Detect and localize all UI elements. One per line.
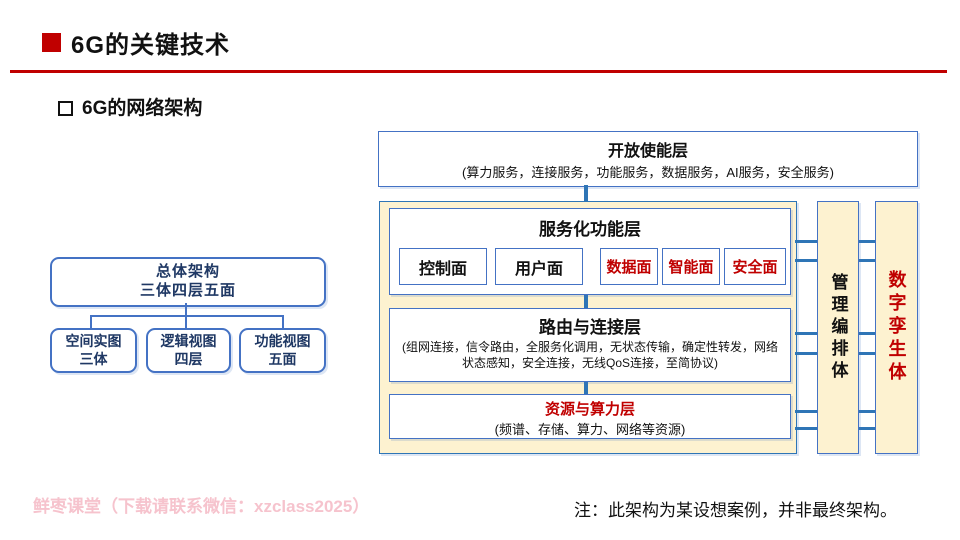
- tree-root-overall-architecture: 总体架构 三体四层五面: [50, 257, 326, 307]
- service-function-layer-title: 服务化功能层: [539, 220, 641, 239]
- open-enable-layer-desc: (算力服务，连接服务，功能服务，数据服务，AI服务，安全服务): [462, 165, 834, 180]
- digital-twin-pillar: 数字孪生体: [875, 201, 918, 454]
- tree-child-line1: 逻辑视图: [160, 333, 217, 349]
- connector-open-to-container: [584, 185, 588, 202]
- tree-child-line2: 三体: [79, 350, 108, 367]
- section-title: 6G的网络架构: [82, 98, 203, 119]
- plane-security: 安全面: [724, 248, 786, 285]
- tree-child-line2: 四层: [174, 350, 203, 367]
- tree-connector-horizontal: [90, 315, 284, 317]
- open-enable-layer-box: 开放使能层 (算力服务，连接服务，功能服务，数据服务，AI服务，安全服务): [378, 131, 918, 187]
- tree-child-line2: 五面: [268, 350, 297, 367]
- management-orchestration-pillar: 管理编排体: [817, 201, 859, 454]
- tree-connector-vertical: [185, 303, 187, 315]
- connector-routing-to-resource: [584, 380, 588, 394]
- plane-intelligence: 智能面: [662, 248, 720, 285]
- digital-twin-label: 数字孪生体: [886, 270, 907, 385]
- open-enable-layer-title: 开放使能层: [607, 143, 688, 160]
- tree-root-line2: 三体四层五面: [139, 282, 236, 299]
- title-divider-rule: [10, 70, 947, 73]
- tree-root-line1: 总体架构: [155, 263, 220, 281]
- tree-child-functional-view: 功能视图 五面: [239, 328, 326, 373]
- plane-control: 控制面: [399, 248, 487, 285]
- tree-connector-drop-left: [90, 315, 92, 328]
- tree-child-space-view: 空间实图 三体: [50, 328, 137, 373]
- routing-connection-layer-title: 路由与连接层: [539, 318, 641, 337]
- footnote-text: 注：此架构为某设想案例，并非最终架构。: [574, 501, 897, 520]
- watermark-text: 鲜枣课堂（下载请联系微信：xzclass2025）: [33, 497, 370, 516]
- resource-computing-layer-title: 资源与算力层: [544, 401, 635, 418]
- plane-data: 数据面: [600, 248, 658, 285]
- tree-child-line1: 功能视图: [254, 333, 311, 349]
- routing-connection-layer-desc: (组网连接，信令路由，全服务化调用，无状态传输，确定性转发，网络状态感知，安全连…: [402, 340, 778, 371]
- connector-service-to-routing: [584, 293, 588, 308]
- tree-child-logical-view: 逻辑视图 四层: [146, 328, 231, 373]
- title-bullet-square: [42, 33, 61, 52]
- management-orchestration-label: 管理编排体: [828, 272, 848, 383]
- tree-connector-drop-center: [185, 315, 187, 328]
- resource-computing-layer-desc: (频谱、存储、算力、网络等资源): [494, 422, 686, 437]
- plane-user: 用户面: [495, 248, 583, 285]
- routing-connection-layer-box: 路由与连接层 (组网连接，信令路由，全服务化调用，无状态传输，确定性转发，网络状…: [389, 308, 791, 382]
- resource-computing-layer-box: 资源与算力层 (频谱、存储、算力、网络等资源): [389, 394, 791, 439]
- tree-connector-drop-right: [282, 315, 284, 328]
- tree-child-line1: 空间实图: [65, 333, 122, 349]
- subtitle-bullet-square: [58, 101, 73, 116]
- page-title: 6G的关键技术: [71, 32, 231, 59]
